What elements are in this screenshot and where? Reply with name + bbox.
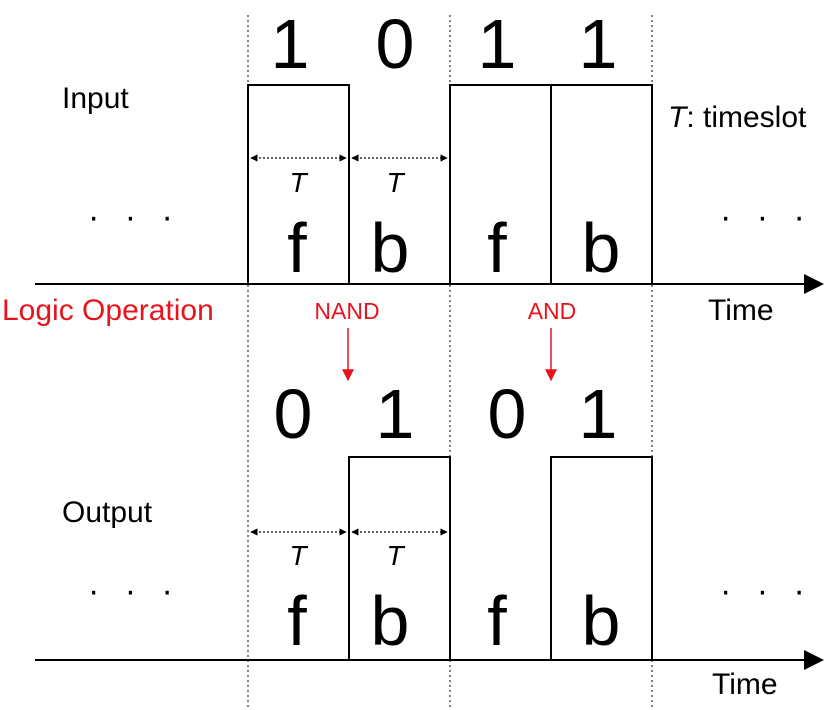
slot-letter: b (582, 582, 621, 660)
logic-op-nand: NAND (314, 298, 379, 324)
input-bit: 0 (376, 5, 415, 83)
output-time-axis-label: Time (712, 668, 778, 701)
input-ellipsis-right: · · · (720, 198, 813, 236)
input-bit: 1 (478, 5, 517, 83)
output-bits: 0 1 0 1 (274, 375, 618, 453)
input-bit: 1 (271, 5, 310, 83)
slot-letter: f (287, 209, 307, 287)
slot-letter: b (371, 209, 410, 287)
output-bit: 0 (274, 375, 313, 453)
output-ellipsis-right: · · · (720, 572, 813, 610)
period-label: T (289, 167, 308, 198)
output-bit: 0 (488, 375, 527, 453)
timeslot-legend: T: timeslot (668, 101, 807, 134)
output-bit: 1 (579, 375, 618, 453)
logic-op-and: AND (528, 298, 577, 324)
slot-letter: f (487, 582, 507, 660)
period-label: T (386, 540, 405, 571)
slot-letter: b (582, 209, 621, 287)
period-label: T (386, 167, 405, 198)
period-label: T (289, 540, 308, 571)
input-slot-letters: f b f b (287, 209, 620, 287)
legend-t-symbol: T (668, 101, 689, 134)
input-ellipsis-left: · · · (88, 198, 181, 236)
output-label: Output (62, 496, 153, 529)
input-time-axis-label: Time (708, 294, 774, 327)
input-bit: 1 (579, 5, 618, 83)
slot-letter: f (287, 582, 307, 660)
output-bit: 1 (376, 375, 415, 453)
output-ellipsis-left: · · · (88, 572, 181, 610)
slot-letter: f (487, 209, 507, 287)
slot-letter: b (371, 582, 410, 660)
output-signal-waveform (348, 456, 653, 660)
input-signal-waveform (247, 84, 653, 284)
input-label: Input (62, 82, 129, 115)
logic-operation-label: Logic Operation (2, 294, 214, 327)
output-slot-letters: f b f b (287, 582, 620, 660)
legend-t-text: : timeslot (686, 101, 807, 134)
input-bits: 1 0 1 1 (271, 5, 618, 83)
